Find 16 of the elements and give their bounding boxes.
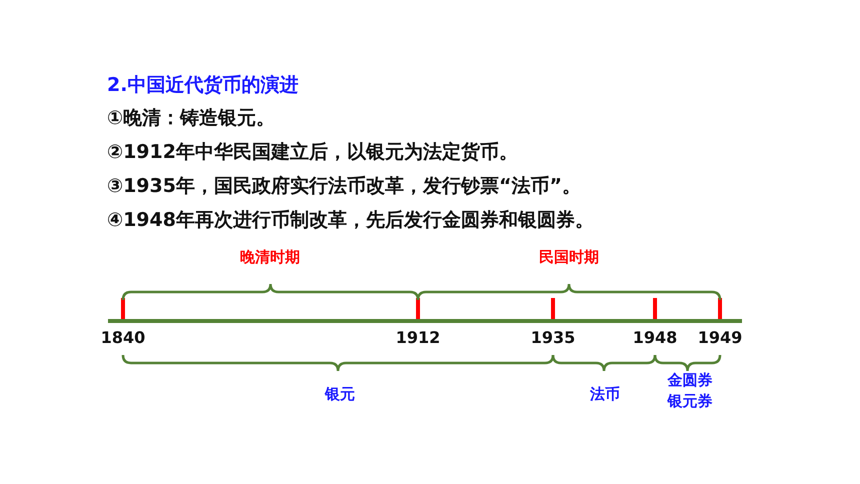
- currency-label: 金圆券: [668, 373, 712, 388]
- currency-label: 银元券: [668, 394, 712, 409]
- statement-text: ④1948年再次进行币制改革，先后发行金圆券和银圆券。: [107, 211, 594, 230]
- year-label: 1949: [698, 330, 742, 346]
- year-label: 1912: [396, 330, 440, 346]
- statement-text: ③1935年，国民政府实行法币改革，发行钞票“法币”。: [107, 177, 581, 196]
- period-label: 民国时期: [539, 250, 599, 265]
- year-label: 1948: [632, 330, 678, 346]
- period-label: 晚清时期: [240, 250, 300, 265]
- year-label: 1840: [100, 330, 146, 346]
- currency-label: 法币: [590, 387, 620, 402]
- statement-text: ②1912年中华民国建立后，以银元为法定货币。: [107, 143, 518, 162]
- statement-text: ①晚清：铸造银元。: [107, 109, 276, 128]
- currency-label: 银元: [325, 387, 355, 402]
- year-label: 1935: [530, 330, 576, 346]
- title: 2.中国近代货币的演进: [107, 76, 298, 95]
